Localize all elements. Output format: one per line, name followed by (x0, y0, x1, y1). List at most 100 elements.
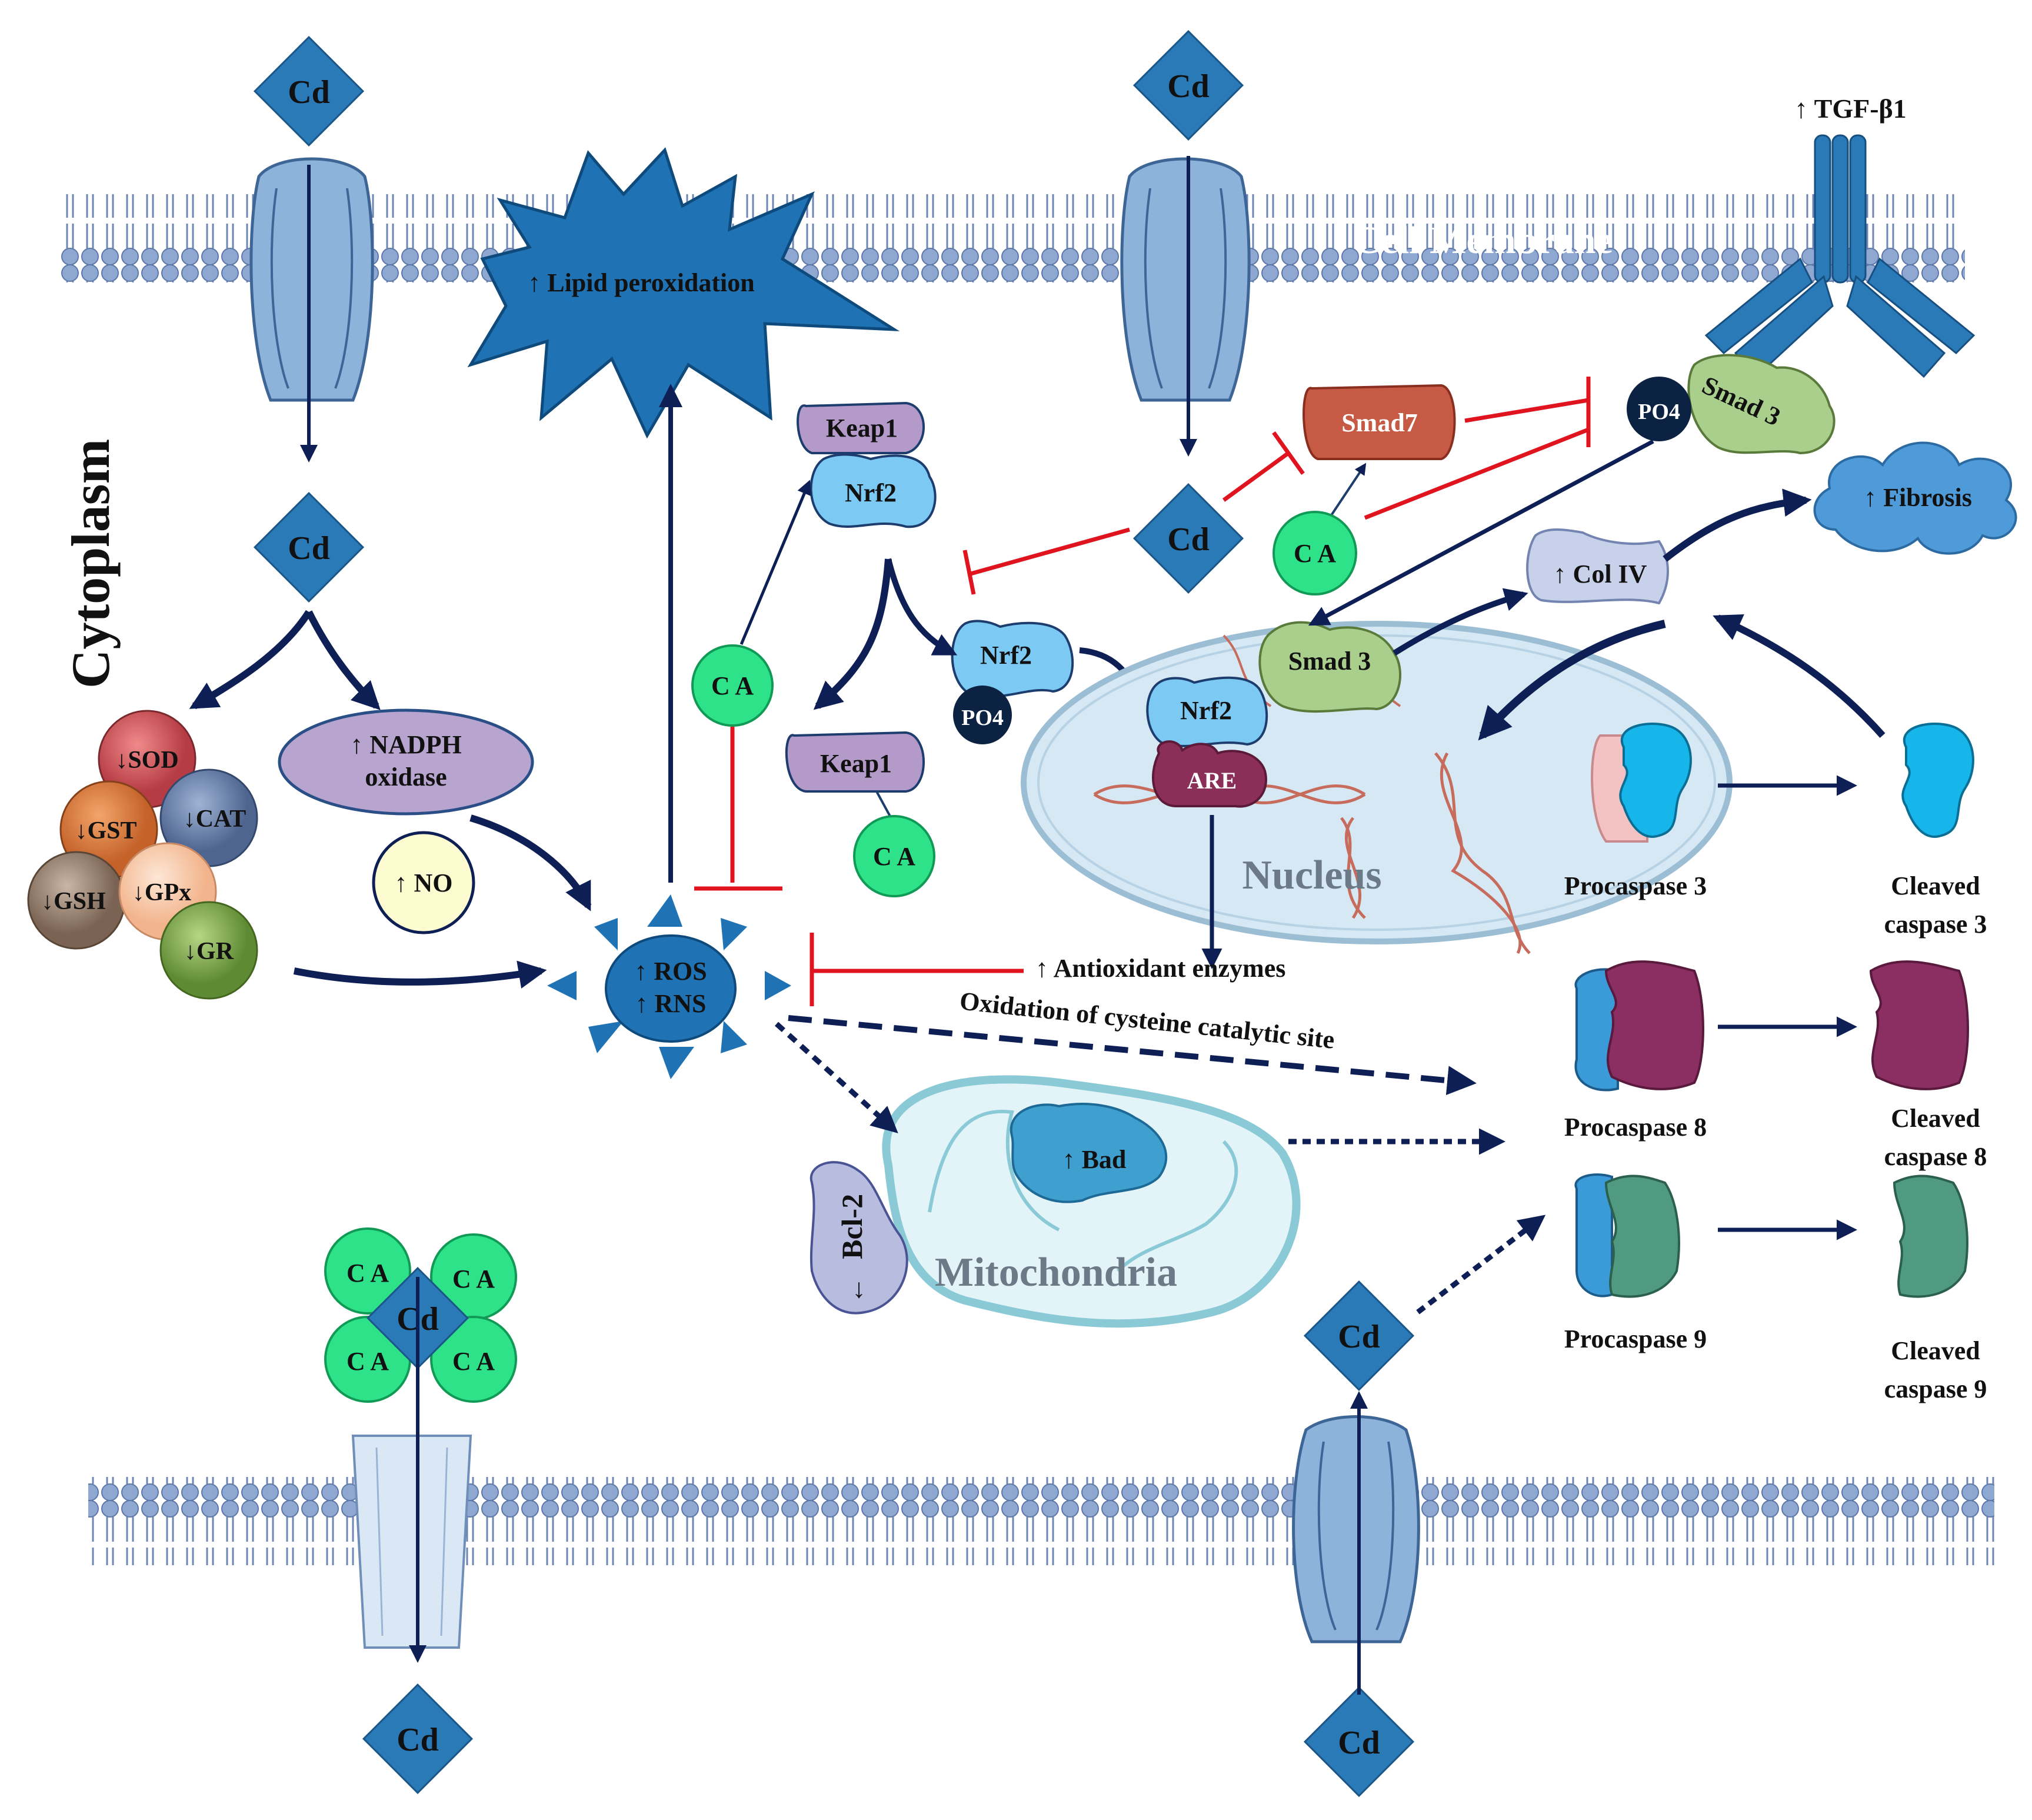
svg-text:C A: C A (711, 671, 754, 700)
svg-text:Cd: Cd (1167, 521, 1210, 558)
bad-protein: ↑ Bad (1010, 1103, 1168, 1203)
mitochondria: Mitochondria (882, 1075, 1301, 1328)
svg-text:Cd: Cd (1338, 1725, 1380, 1761)
svg-text:Cd: Cd (1167, 68, 1210, 105)
svg-text:↑ RNS: ↑ RNS (635, 989, 706, 1018)
svg-text:C A: C A (452, 1347, 495, 1376)
svg-text:Nrf2: Nrf2 (980, 641, 1032, 670)
cd-cytoplasm-middle: Cd (1132, 483, 1244, 594)
tgf-receptor (1704, 134, 1976, 378)
svg-text:Cd: Cd (397, 1722, 439, 1758)
smad3-translocation-arrow (1308, 439, 1654, 626)
nadph-oxidase: ↑ NADPH oxidase (278, 708, 534, 816)
keap1-ca-complex: Keap1 C A (785, 731, 935, 897)
ca-middle: C A (691, 644, 774, 727)
cytoplasm-label: Cytoplasm (61, 439, 121, 688)
gr-label: ↓GR (184, 938, 234, 965)
cleaved-caspase3 (1901, 723, 1974, 838)
ca-right: C A (1273, 511, 1357, 595)
channel-bottom-right (1292, 1415, 1420, 1643)
svg-text:oxidase: oxidase (365, 763, 447, 791)
procaspase3-label: Procaspase 3 (1564, 871, 1707, 900)
nucleus-label: Nucleus (1242, 853, 1381, 898)
cleaved8-label-2: caspase 8 (1884, 1142, 1987, 1171)
gpx-label: ↓GPx (132, 879, 191, 906)
fibrosis-cloud: ↑ Fibrosis (1813, 441, 2017, 555)
procaspase9 (1574, 1173, 1680, 1298)
dashed-arrows (774, 1015, 1546, 1315)
cd-bottom-left: Cd (362, 1683, 474, 1795)
top-cell-membrane (59, 194, 1965, 282)
svg-text:Cd: Cd (288, 74, 330, 111)
svg-text:↑ NO: ↑ NO (395, 869, 453, 897)
nrf2-pathway-arrows (739, 480, 1146, 710)
cd-bottom-right-inside: Cd (1303, 1280, 1415, 1392)
svg-text:↑ Bad: ↑ Bad (1062, 1145, 1127, 1174)
cleaved8-label-1: Cleaved (1891, 1104, 1980, 1133)
cd-bottom-right-outside: Cd (1303, 1686, 1415, 1798)
nrf2-po4-cytoplasm: Nrf2 PO4 (951, 620, 1074, 744)
svg-text:Smad 3: Smad 3 (1288, 647, 1371, 676)
antioxidant-label: ↑ Antioxidant enzymes (1035, 954, 1285, 983)
cd-ca-complex: C A C A C A C A Cd (324, 1227, 517, 1403)
svg-text:Cd: Cd (1338, 1319, 1380, 1355)
ca-to-smad7-arrow (1328, 463, 1367, 519)
channel-top-left (249, 157, 374, 402)
channel-bottom-left (351, 1435, 472, 1649)
svg-text:Nrf2: Nrf2 (1180, 696, 1232, 725)
procaspase8 (1574, 960, 1704, 1092)
svg-text:PO4: PO4 (961, 706, 1004, 730)
cd-top-middle: Cd (1132, 29, 1244, 141)
svg-text:↑ Col IV: ↑ Col IV (1554, 560, 1647, 588)
sod-label: ↓SOD (115, 747, 178, 774)
mitochondria-label: Mitochondria (935, 1250, 1177, 1295)
svg-text:ARE: ARE (1187, 767, 1237, 794)
fibrosis-arrows (1393, 488, 1886, 741)
svg-text:PO4: PO4 (1638, 400, 1680, 424)
cd-branch-arrows (189, 610, 592, 989)
smad3-nucleus: Smad 3 (1258, 621, 1401, 713)
cleaved3-label-1: Cleaved (1891, 871, 1980, 900)
cleaved9-label-2: caspase 9 (1884, 1375, 1987, 1403)
enzyme-cluster: ↓SOD ↓GST ↓CAT ↓GSH ↓GPx ↓GR (27, 710, 258, 1000)
col4: ↑ Col IV (1526, 528, 1669, 605)
gsh-label: ↓GSH (41, 888, 106, 915)
svg-text:↑ NADPH: ↑ NADPH (350, 730, 461, 759)
cell-membrane-bottom-label: Cell Membrane (1635, 1590, 1896, 1633)
svg-text:Keap1: Keap1 (820, 749, 892, 778)
gst-label: ↓GST (75, 817, 136, 844)
caspase-cleavage-arrows (1718, 775, 1857, 1240)
procaspase8-label: Procaspase 8 (1564, 1113, 1707, 1142)
cd-cytoplasm-left: Cd (253, 491, 365, 603)
svg-text:C A: C A (452, 1265, 495, 1293)
svg-text:↑ Fibrosis: ↑ Fibrosis (1864, 483, 1972, 512)
cd-entry-arrows (300, 156, 1368, 1695)
cat-label: ↓CAT (184, 806, 246, 833)
cleaved9-label-1: Cleaved (1891, 1336, 1980, 1365)
keap1-nrf2-complex: Keap1 Nrf2 (797, 401, 937, 528)
tgf-label: ↑ TGF-β1 (1794, 94, 1907, 124)
svg-text:Keap1: Keap1 (826, 414, 898, 442)
bcl2-protein: Bcl-2 ↓ (810, 1161, 908, 1315)
ros-rns-star: ↑ ROS ↑ RNS (547, 894, 791, 1079)
svg-text:C A: C A (873, 842, 915, 871)
lipid-peroxidation-star: ↑ Lipid peroxidation (467, 147, 900, 439)
oxidation-label: Oxidation of cysteine catalytic site (958, 986, 1336, 1054)
cleaved-caspase8 (1869, 960, 1969, 1090)
cleaved3-label-2: caspase 3 (1884, 910, 1987, 939)
svg-text:C A: C A (347, 1259, 389, 1287)
nrf2-are-complex: Nrf2 ARE (1146, 676, 1268, 808)
svg-text:Smad7: Smad7 (1341, 408, 1418, 437)
cell-membrane-top-label: Cell Membrane (1353, 219, 1613, 262)
channel-top-middle (1120, 157, 1251, 402)
svg-text:C A: C A (1294, 539, 1336, 568)
procaspase9-label: Procaspase 9 (1564, 1325, 1707, 1353)
smad3-receptor: Smad 3 PO4 (1627, 354, 1836, 455)
cd-top-left: Cd (253, 35, 365, 147)
svg-text:Nrf2: Nrf2 (845, 478, 897, 507)
svg-text:Cd: Cd (288, 530, 330, 567)
svg-text:C A: C A (347, 1347, 389, 1376)
svg-text:Bcl-2: Bcl-2 (835, 1194, 868, 1259)
